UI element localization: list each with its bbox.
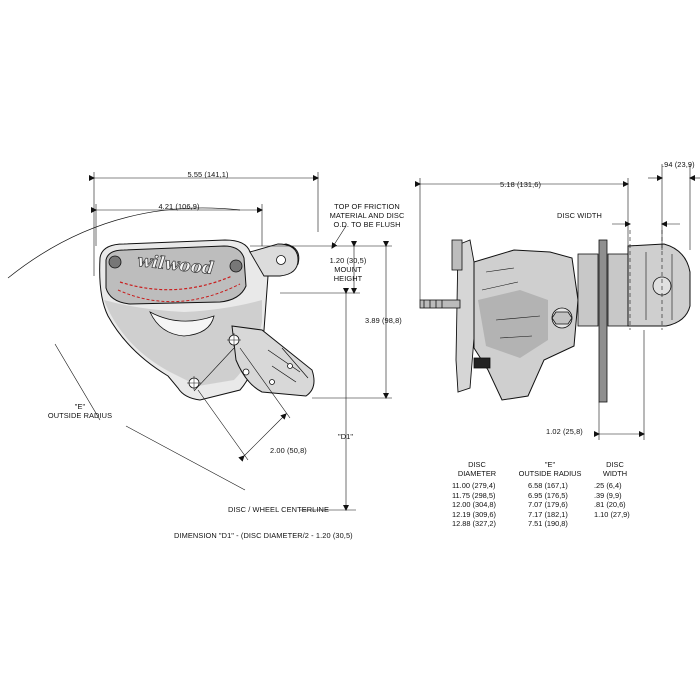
lower-bracket	[231, 325, 315, 397]
cell-diameter: 12.00 (304,8)	[452, 500, 496, 510]
dim-e-radius-line-1: "E"	[74, 402, 86, 411]
mount-hole-top	[276, 255, 286, 265]
bracket-hole-b	[269, 379, 275, 385]
cell-radius: 6.95 (176,5)	[528, 490, 568, 500]
dim-d1: "D1"	[338, 432, 354, 441]
note-friction: TOP OF FRICTION MATERIAL AND DISC O.D. T…	[324, 202, 410, 229]
cell-width: .39 (9,9)	[594, 490, 622, 500]
piston-left	[108, 255, 122, 269]
header-disc-width-line-1: DISC	[606, 460, 624, 469]
dim-mount-spacing: 2.00 (50,8)	[270, 446, 307, 455]
header-outside-radius: "E" OUTSIDE RADIUS	[512, 460, 588, 478]
left-dimensions	[89, 172, 392, 511]
header-disc-diameter-line-2: DIAMETER	[457, 469, 497, 478]
bracket-hole-a	[242, 368, 250, 376]
cell-diameter: 11.75 (298,5)	[452, 490, 496, 500]
cell-radius: 6.58 (167,1)	[528, 481, 568, 490]
cell-width: .81 (20,6)	[594, 500, 626, 510]
dim-mount-height-line-1: 1.20 (30,5)	[329, 256, 367, 265]
bracket-slots	[267, 347, 309, 383]
disc-width-label: DISC WIDTH	[557, 211, 602, 220]
side-pad-right	[607, 253, 629, 327]
header-disc-width-line-2: WIDTH	[602, 469, 628, 478]
e-radius-leader-a	[54, 343, 101, 421]
cell-radius: 7.51 (190,8)	[528, 519, 568, 529]
dim-pad-width: .94 (23,9)	[662, 160, 695, 169]
bracket-hole-c	[287, 363, 293, 369]
dim-e-radius-line-2: OUTSIDE RADIUS	[47, 411, 113, 420]
dim-mount-height: 1.20 (30,5) MOUNT HEIGHT	[320, 256, 376, 283]
e-radius-leader-b	[125, 425, 246, 491]
caliper-side-view	[419, 239, 691, 403]
header-outside-radius-line-2: OUTSIDE RADIUS	[518, 469, 582, 478]
formula-note: DIMENSION "D1" - (DISC DIAMETER/2 - 1.20…	[174, 531, 353, 540]
col-outside-radius: 6.58 (167,1) 6.95 (176,5) 7.07 (179,6) 7…	[528, 481, 592, 529]
caliper-shading	[104, 300, 262, 386]
piston-right	[229, 259, 243, 273]
pad-outline-dashed	[119, 275, 233, 291]
mount-ear	[249, 243, 299, 277]
centerline-label: DISC / WHEEL CENTERLINE	[228, 505, 329, 514]
side-pad-left	[577, 253, 599, 327]
header-outside-radius-line-1: "E"	[544, 460, 556, 469]
note-friction-line-1: TOP OF FRICTION	[334, 202, 400, 211]
cell-diameter: 11.00 (279,4)	[452, 481, 496, 490]
rotor-window	[149, 311, 215, 337]
note-friction-line-2: MATERIAL AND DISC	[329, 211, 405, 220]
cell-width	[594, 519, 638, 529]
dim-e-radius: "E" OUTSIDE RADIUS	[40, 402, 120, 420]
dim-mount-height-line-2: MOUNT	[334, 265, 362, 274]
caliper-front-view	[7, 207, 315, 491]
dim-mount-height-line-3: HEIGHT	[333, 274, 363, 283]
dim-side-width: 5.18 (131,6)	[500, 180, 542, 189]
dim-overall-height: 3.89 (98,8)	[365, 316, 402, 325]
cell-radius: 7.07 (179,6)	[528, 500, 568, 510]
cell-diameter: 12.19 (309,6)	[452, 509, 496, 519]
header-disc-diameter: DISC DIAMETER	[454, 460, 500, 478]
dim-offset: 1.02 (25,8)	[546, 427, 583, 436]
side-disc	[598, 239, 608, 403]
side-bracket-flange	[451, 239, 463, 271]
side-seal	[473, 357, 491, 369]
right-dimensions	[415, 164, 700, 440]
cell-width: .25 (6,4)	[594, 481, 622, 490]
side-bracket-plate	[455, 239, 475, 393]
header-disc-diameter-line-1: DISC	[468, 460, 486, 469]
col-disc-diameter: 11.00 (279,4) 11.75 (298,5) 12.00 (304,8…	[452, 481, 514, 529]
note-friction-line-3: O.D. TO BE FLUSH	[333, 220, 401, 229]
header-disc-width: DISC WIDTH	[592, 460, 638, 478]
cell-diameter: 12.88 (327,2)	[452, 519, 496, 529]
cell-width: 1.10 (27,9)	[594, 509, 630, 519]
disc-spec-table: DISC DIAMETER "E" OUTSIDE RADIUS DISC WI…	[440, 460, 640, 540]
pad-outline-dashed-2	[117, 283, 241, 303]
side-housing-detail	[478, 290, 548, 358]
cell-radius: 7.17 (182,1)	[528, 509, 568, 519]
side-bolt	[419, 299, 461, 309]
dim-mount-offset: 4.21 (106,9)	[158, 202, 200, 211]
dim-overall-width: 5.55 (141,1)	[187, 170, 229, 179]
col-disc-width: .25 (6,4) .39 (9,9) .81 (20,6) 1.10 (27,…	[594, 481, 638, 529]
caliper-top-pad	[105, 245, 247, 305]
